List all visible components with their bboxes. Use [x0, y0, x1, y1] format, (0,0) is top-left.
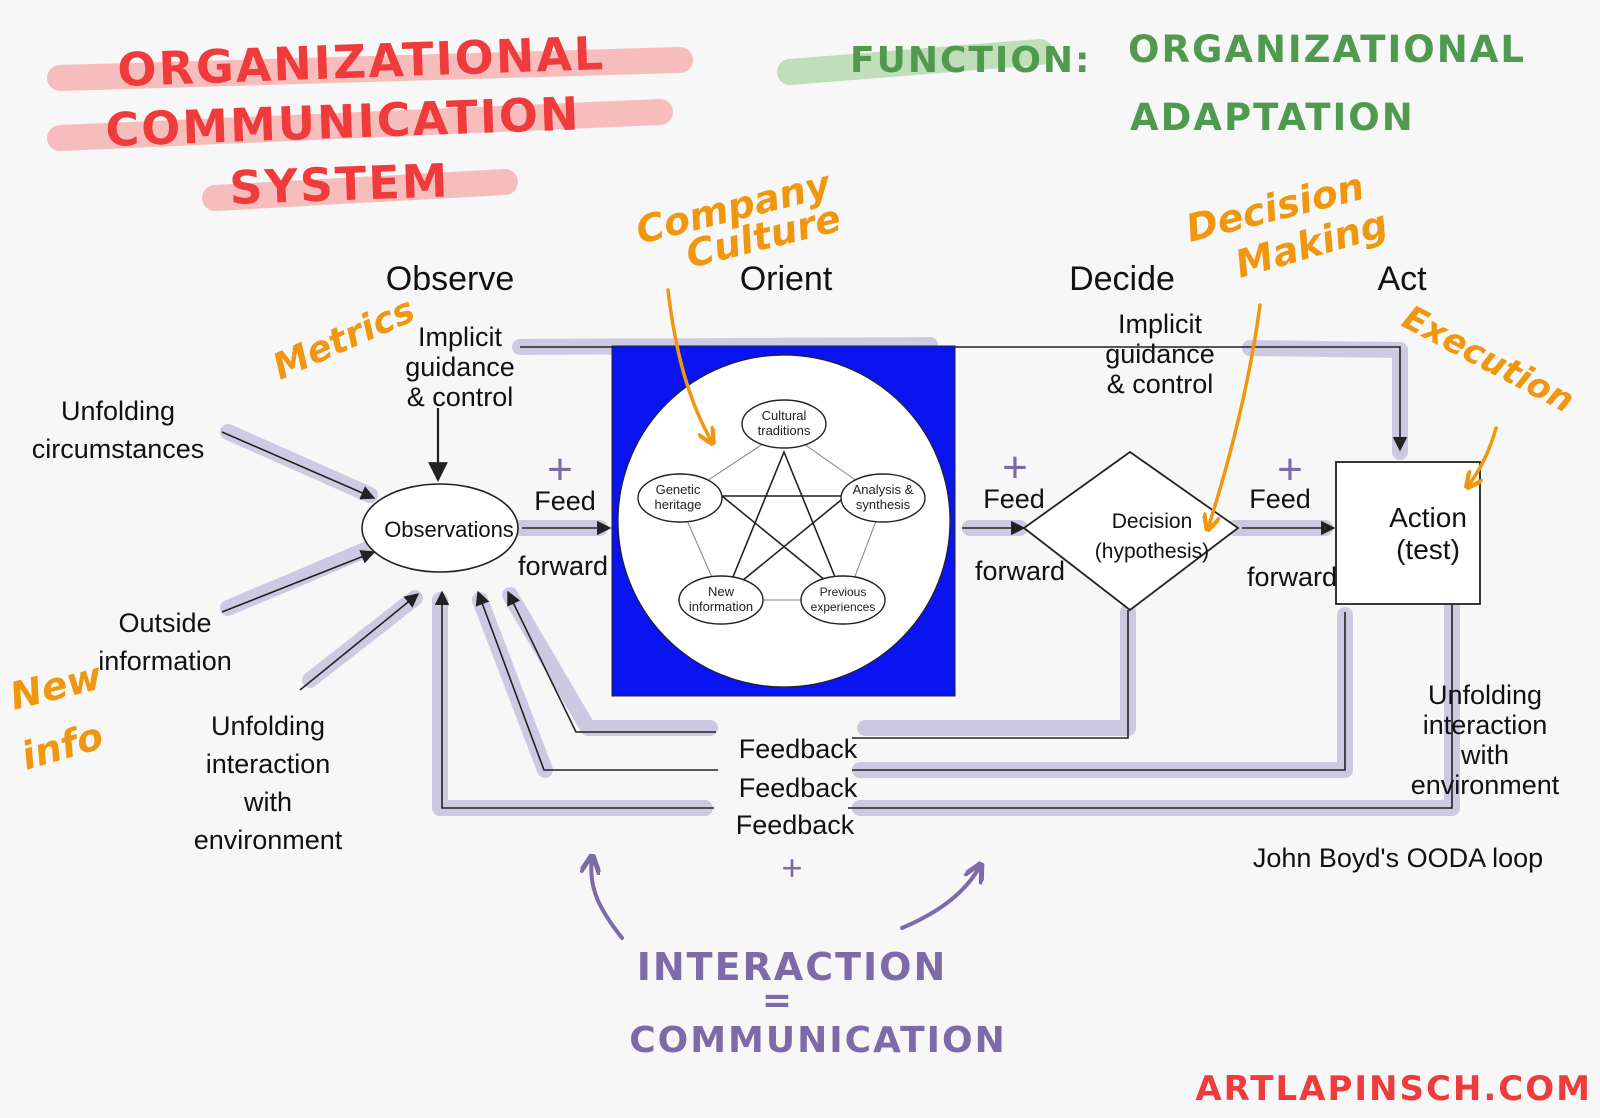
- feedback-3: Feedback: [736, 810, 855, 840]
- title-highlights: [47, 47, 693, 211]
- function-highlight: [777, 39, 1053, 85]
- previous-l1: Previous: [820, 585, 867, 599]
- decide-guidance-l2: guidance: [1105, 339, 1215, 369]
- decision-l2: (hypothesis): [1095, 540, 1209, 563]
- genetic-l2: heritage: [655, 497, 702, 512]
- act-interaction-l3: with: [1460, 740, 1509, 770]
- arrow-execution: [1468, 426, 1498, 486]
- plus-3: +: [1277, 445, 1303, 494]
- feedback-line-1: [852, 610, 1129, 739]
- previous-l2: experiences: [811, 600, 876, 614]
- forward-2: forward: [975, 556, 1065, 586]
- diagram-caption: John Boyd's OODA loop: [1253, 843, 1543, 873]
- annotation-equals: =: [762, 980, 794, 1021]
- analysis-l1: Analysis &: [853, 482, 914, 497]
- action-l1: Action: [1389, 502, 1467, 533]
- cultural-l2: traditions: [758, 423, 811, 438]
- observations-ellipse: [361, 483, 519, 573]
- feedback-line-1b: [507, 590, 716, 733]
- annotation-execution: Execution: [1396, 298, 1581, 422]
- node-cultural-traditions: [741, 399, 827, 449]
- node-genetic-heritage: [637, 473, 723, 523]
- annotation-metrics: Metrics: [267, 290, 421, 389]
- annotation-interaction: INTERACTION: [637, 945, 948, 989]
- input-interaction-l3: with: [243, 787, 292, 817]
- annotation-communication: COMMUNICATION: [629, 1020, 1007, 1061]
- arrow-interaction-left: [591, 858, 624, 940]
- phase-orient: Orient: [740, 260, 833, 298]
- function-line-1: ORGANIZATIONAL: [1128, 28, 1526, 71]
- title-line-1: ORGANIZATIONAL: [116, 26, 605, 97]
- plus-4: +: [781, 847, 802, 888]
- feed-1: Feed: [534, 486, 596, 516]
- input-circumstances-l2: circumstances: [32, 434, 205, 464]
- site-signature: ARTLAPINSCH.COM: [1195, 1069, 1592, 1109]
- observe-guidance-l3: & control: [407, 382, 514, 412]
- arrow-decision: [1208, 303, 1262, 528]
- act-interaction-l4: environment: [1411, 770, 1560, 800]
- plus-2: +: [1002, 443, 1028, 492]
- plus-1: +: [547, 445, 573, 494]
- observe-guidance-l1: Implicit: [418, 322, 503, 352]
- title-line-2: COMMUNICATION: [104, 86, 581, 157]
- genetic-l1: Genetic: [656, 482, 701, 497]
- input-interaction-l2: interaction: [206, 749, 331, 779]
- title-line-3: SYSTEM: [228, 153, 450, 215]
- orient-nodes: [637, 399, 926, 625]
- feedback-2: Feedback: [739, 773, 858, 803]
- action-l2: (test): [1396, 534, 1460, 565]
- input-outside-l1: Outside: [118, 608, 211, 638]
- input-interaction-l1: Unfolding: [211, 711, 325, 741]
- cultural-l1: Cultural: [762, 408, 807, 423]
- arrow-culture: [666, 288, 712, 442]
- analysis-l2: synthesis: [856, 497, 911, 512]
- decision-diamond: [1022, 450, 1240, 612]
- feedback-line-2: [852, 612, 1346, 771]
- input-arrow-interaction: [299, 593, 420, 691]
- input-circumstances-l1: Unfolding: [61, 396, 175, 426]
- feed-2: Feed: [983, 484, 1045, 514]
- input-interaction-l4: environment: [194, 825, 343, 855]
- node-analysis-synthesis: [840, 473, 926, 523]
- feedback-line-2b: [475, 590, 718, 771]
- decide-guidance-l1: Implicit: [1118, 309, 1203, 339]
- arrow-interaction-right: [900, 866, 980, 930]
- act-interaction-l1: Unfolding: [1428, 680, 1542, 710]
- newinfo-l1: New: [708, 584, 735, 599]
- node-previous-experiences: [800, 575, 886, 625]
- act-interaction-l2: interaction: [1423, 710, 1548, 740]
- phase-decide: Decide: [1069, 260, 1175, 298]
- newinfo-l2: information: [689, 599, 753, 614]
- function-line-2: ADAPTATION: [1130, 96, 1415, 139]
- phase-act: Act: [1377, 260, 1427, 298]
- phase-observe: Observe: [386, 260, 515, 298]
- feedback-1: Feedback: [739, 734, 858, 764]
- forward-1: forward: [518, 551, 608, 581]
- decide-guidance-l3: & control: [1107, 369, 1214, 399]
- input-arrow-outside: [221, 550, 376, 613]
- annotation-info: info: [16, 714, 108, 779]
- input-arrow-circumstances: [221, 431, 376, 500]
- input-outside-l2: information: [98, 646, 232, 676]
- observe-guidance-l2: guidance: [405, 352, 515, 382]
- feed-3: Feed: [1249, 484, 1311, 514]
- feedback-line-3: [848, 600, 1453, 809]
- annotation-new: New: [6, 653, 107, 718]
- observations-label: Observations: [384, 517, 514, 542]
- forward-3: forward: [1247, 562, 1337, 592]
- decision-l1: Decision: [1112, 510, 1193, 533]
- feedback-line-3b: [434, 590, 714, 809]
- action-box: [1335, 461, 1481, 605]
- node-new-information: [678, 575, 764, 625]
- function-label: FUNCTION:: [850, 40, 1091, 81]
- flow-lines: [221, 346, 1453, 809]
